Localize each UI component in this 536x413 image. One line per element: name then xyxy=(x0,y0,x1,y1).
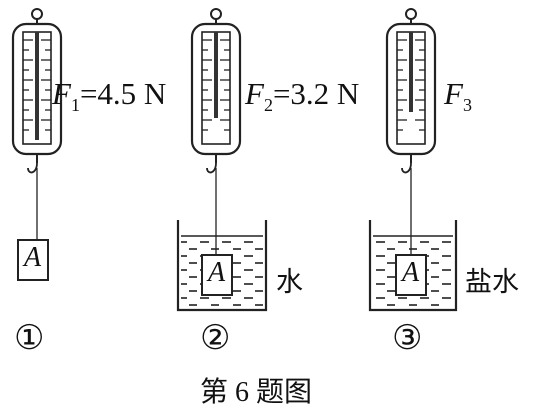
liquid-label-salt-water: 盐水 xyxy=(465,267,519,297)
force-reading-3: F3 xyxy=(444,76,472,116)
panel-number-3: ③ xyxy=(392,320,423,357)
panel-number-1: ① xyxy=(14,320,45,357)
force-symbol-2: F xyxy=(245,76,264,111)
force-symbol-1: F xyxy=(52,76,71,111)
block-a-label-2: A xyxy=(208,257,226,288)
spring-scale-2 xyxy=(190,8,242,255)
force-reading-1: F1=4.5 N xyxy=(52,76,166,116)
block-a-1 xyxy=(17,239,49,281)
block-a-2 xyxy=(201,254,233,296)
spring-scale-3 xyxy=(385,8,437,255)
force-reading-2: F2=3.2 N xyxy=(245,76,359,116)
force-subscript-1: 1 xyxy=(70,95,80,116)
liquid-label-water: 水 xyxy=(276,267,303,297)
force-symbol-3: F xyxy=(444,76,463,111)
figure-caption: 第 6 题图 xyxy=(200,377,313,408)
force-value-2: =3.2 N xyxy=(272,76,360,111)
block-a-label-3: A xyxy=(402,257,420,288)
block-a-label-1: A xyxy=(24,242,42,273)
force-subscript-3: 3 xyxy=(462,95,472,116)
spring-scale-1 xyxy=(11,8,63,240)
block-a-3 xyxy=(395,254,427,296)
force-value-1: =4.5 N xyxy=(79,76,167,111)
panel-number-2: ② xyxy=(200,320,231,357)
force-subscript-2: 2 xyxy=(263,95,273,116)
